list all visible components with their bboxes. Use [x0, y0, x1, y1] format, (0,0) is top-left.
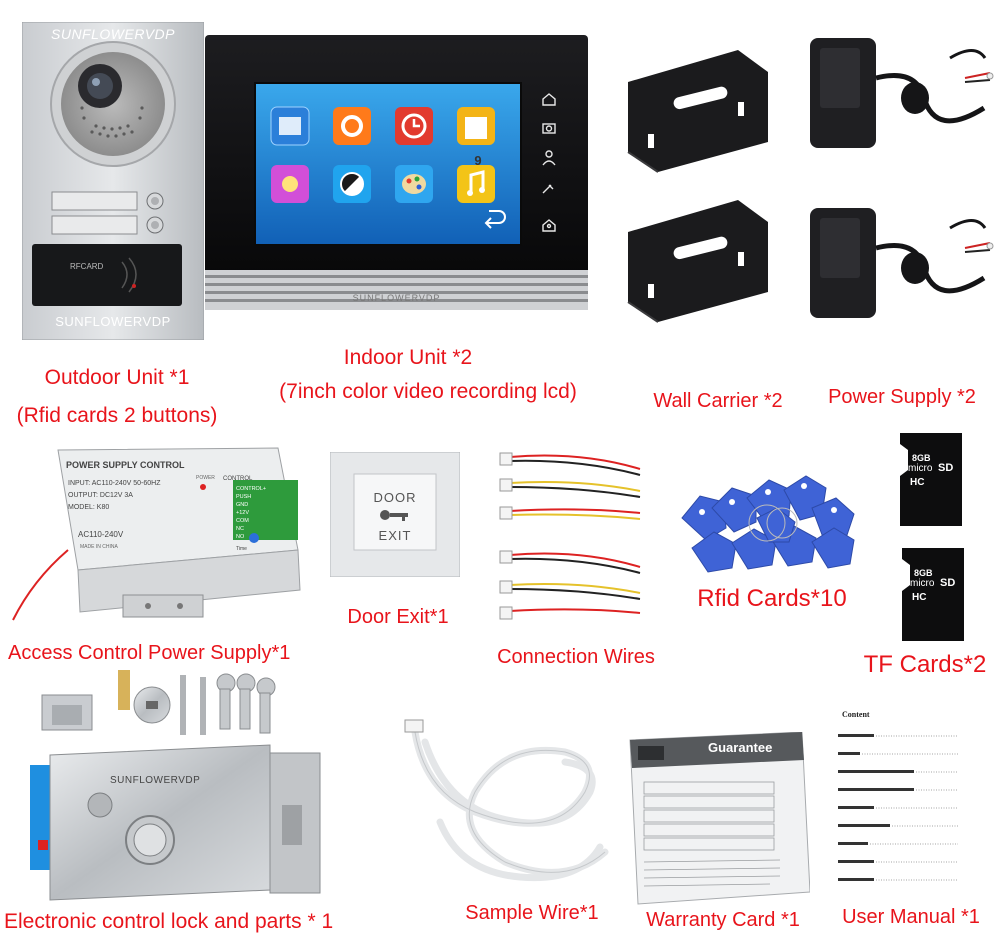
access-power-output: OUTPUT: DC12V 3A — [68, 492, 133, 499]
outdoor-brand-top: SUNFLOWERVDP — [51, 26, 175, 42]
outdoor-unit-image: RFCARD SUNFLOWERVDP SUNFLOWERVDP — [22, 22, 204, 340]
connection-wires-caption: Connection Wires — [497, 646, 655, 668]
outdoor-caption-line1: Outdoor Unit *1 — [44, 366, 190, 389]
rfid-cards-caption: Rfid Cards*10 — [697, 585, 847, 612]
door-exit-image: DOOR EXIT — [330, 452, 460, 577]
access-power-model: MODEL: K80 — [68, 504, 110, 511]
access-power-image: POWER SUPPLY CONTROL INPUT: AC110-240V 5… — [8, 440, 308, 625]
sample-wire-caption: Sample Wire*1 — [465, 902, 599, 924]
connection-wires-image — [480, 445, 660, 625]
terminal-label: COM — [236, 518, 249, 524]
terminal-label: GND — [236, 502, 249, 508]
terminal-label: +12V — [236, 510, 249, 516]
indoor-caption-line2: (7inch color video recording lcd) — [279, 380, 577, 403]
access-power-power-label: POWER — [196, 475, 215, 481]
tf-card-capacity: 8GB — [914, 568, 933, 578]
indoor-unit-image: 9 SUNFLOWERVDP — [205, 35, 588, 310]
power-supply-image — [800, 18, 995, 318]
access-power-made: MADE IN CHINA — [80, 544, 118, 550]
door-exit-word-exit: EXIT — [378, 528, 412, 543]
wall-carrier-image — [618, 42, 788, 332]
sample-wire-image — [395, 712, 625, 902]
access-power-time-label: Time — [236, 546, 247, 552]
access-power-terminal-list: CONTROL+ PUSH GND +12V COM NC NO — [236, 485, 272, 541]
warranty-title: Guarantee — [708, 740, 773, 755]
door-exit-caption: Door Exit*1 — [347, 606, 449, 628]
terminal-label: PUSH — [236, 494, 252, 500]
power-supply-caption: Power Supply *2 — [828, 386, 976, 408]
tf-card-micro: micro — [910, 578, 935, 589]
outdoor-rfcard-label: RFCARD — [70, 262, 104, 271]
indoor-brand: SUNFLOWERVDP — [352, 293, 441, 303]
tf-card-hc: HC — [912, 592, 927, 603]
manual-title: Content — [842, 710, 870, 719]
tf-card-image-2: 8GB micro SD HC — [902, 548, 964, 641]
tf-cards-caption: TF Cards*2 — [863, 651, 987, 678]
rfid-cards-image — [672, 468, 862, 578]
access-power-caption: Access Control Power Supply*1 — [8, 642, 291, 664]
tf-card-sd: SD — [940, 577, 956, 589]
warranty-caption: Warranty Card *1 — [646, 909, 800, 931]
tf-card-hc: HC — [910, 477, 925, 488]
tf-card-capacity: 8GB — [912, 453, 931, 463]
outdoor-caption-line2: (Rfid cards 2 buttons) — [16, 404, 218, 427]
access-power-input: INPUT: AC110-240V 50-60HZ — [68, 480, 161, 487]
lock-brand: SUNFLOWERVDP — [110, 775, 201, 786]
warranty-card-image: Guarantee — [620, 732, 810, 907]
indoor-caption-line1: Indoor Unit *2 — [343, 346, 473, 369]
indoor-calendar-day: 9 — [474, 153, 482, 168]
user-manual-image: Content — [826, 706, 976, 896]
access-power-title: POWER SUPPLY CONTROL — [66, 460, 185, 470]
lock-image: SUNFLOWERVDP — [30, 665, 340, 905]
manual-caption: User Manual *1 — [842, 906, 980, 928]
door-exit-word-door: DOOR — [373, 490, 417, 505]
tf-card-sd: SD — [938, 462, 954, 474]
tf-card-micro: micro — [908, 463, 933, 474]
tf-card-image-1: 8GB micro SD HC — [900, 433, 962, 526]
outdoor-brand-bottom: SUNFLOWERVDP — [55, 314, 171, 329]
wall-carrier-caption: Wall Carrier *2 — [653, 390, 783, 412]
lock-caption: Electronic control lock and parts * 1 — [4, 910, 334, 933]
access-power-ac: AC110-240V — [78, 530, 124, 539]
terminal-label: NC — [236, 526, 244, 532]
access-power-control-label: CONTROL — [223, 476, 253, 482]
terminal-label: NO — [236, 534, 245, 540]
terminal-label: CONTROL+ — [236, 486, 267, 492]
